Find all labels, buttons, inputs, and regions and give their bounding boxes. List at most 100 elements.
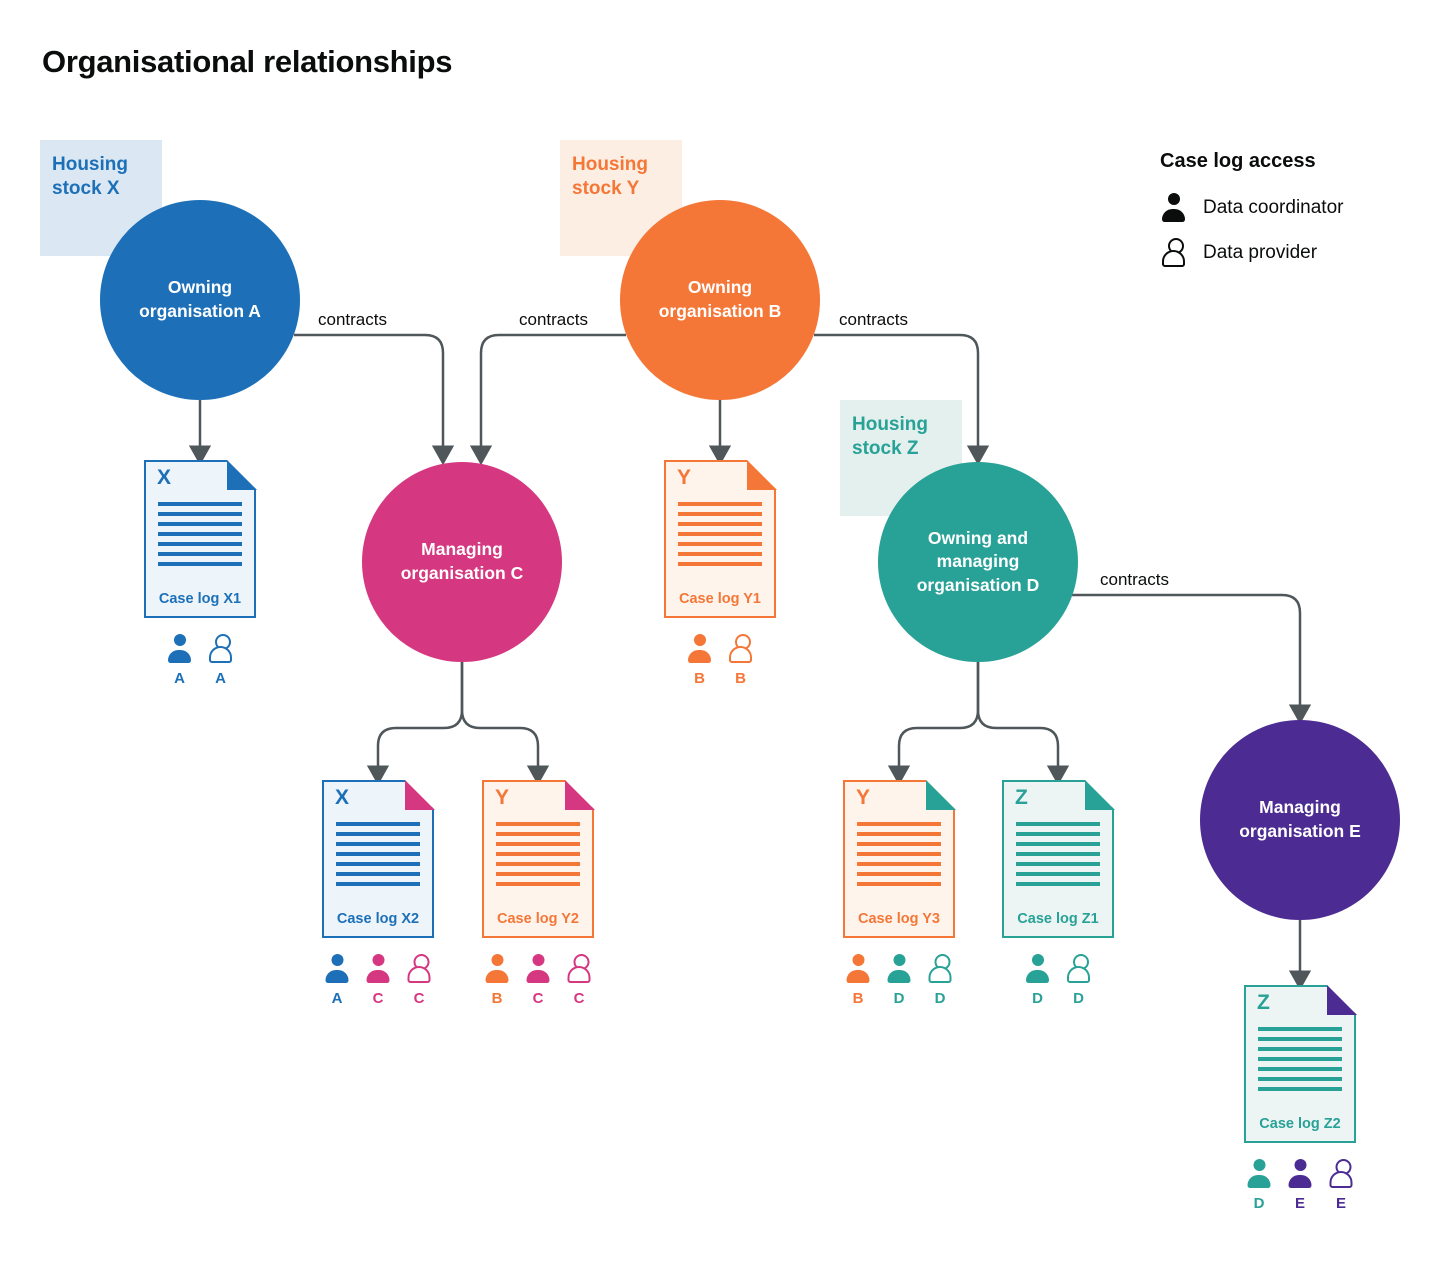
legend-item-data-provider: Data provider [1160,238,1343,267]
person-outline-icon [927,954,954,983]
access-item-coordinator: D [883,954,916,1007]
person-filled-icon [1160,193,1187,222]
person-outline-icon [1065,954,1092,983]
housing-stock-label: Housing stock Y [572,154,648,199]
contracts-label-b-d: contracts [839,310,908,329]
access-item-provider: D [1062,954,1095,1007]
housing-stock-x-tag: Housing stock X [40,140,162,256]
access-letter: A [331,990,343,1007]
contracts-label-a-c: contracts [318,310,387,329]
org-circle-managing-e: Managing organisation E [1200,720,1400,920]
access-item-coordinator: D [1021,954,1054,1007]
housing-stock-label: Housing stock X [52,154,128,199]
case-log-y3-document: Y Case log Y3 [843,779,956,938]
housing-stock-label: Housing stock Z [852,414,928,459]
person-outline-icon [566,954,593,983]
document-text-lines [496,822,580,892]
document-text-lines [1016,822,1100,892]
access-item-coordinator: D [1243,1159,1276,1212]
folded-corner-icon [226,459,257,490]
access-item-provider: C [563,954,596,1007]
case-log-access-legend: Case log access Data coordinator Data pr… [1160,150,1343,283]
case-log-label: Case log X1 [158,591,242,607]
folded-corner-icon [564,779,595,810]
access-letter: D [893,990,905,1007]
access-letter: D [1073,990,1084,1007]
arrow-d-to-caselog-y3 [887,662,980,786]
arrow-c-to-caselog-y2 [460,662,550,786]
access-item-coordinator: B [842,954,875,1007]
case-log-label: Case log Z1 [1017,911,1099,927]
person-filled-icon [484,954,511,983]
person-outline-icon [207,634,234,663]
person-filled-icon [324,954,351,983]
case-log-y1-document: Y Case log Y1 [664,459,777,618]
contracts-label-b-c: contracts [519,310,588,329]
arrow-a-to-org-c [294,333,455,466]
case-log-y3-access-row: B D D [842,954,957,1007]
case-log-x2-document: X Case log X2 [322,779,435,938]
case-log-z1-document: Z Case log Z1 [1002,779,1115,938]
contracts-label-d-e: contracts [1100,570,1169,589]
access-letter: B [694,670,705,687]
access-letter: C [573,990,585,1007]
case-log-y1-access-row: B B [683,634,757,687]
person-filled-icon [886,954,913,983]
case-log-x1-access-row: A A [163,634,237,687]
arrow-d-to-org-e [1072,593,1312,725]
stock-letter: Z [1257,991,1270,1014]
case-log-x2-access-row: A C C [321,954,436,1007]
access-letter: D [934,990,946,1007]
access-letter: E [1294,1195,1305,1212]
access-letter: B [852,990,864,1007]
access-item-provider: B [724,634,757,687]
access-letter: E [1335,1195,1346,1212]
person-outline-icon [1328,1159,1355,1188]
case-log-label: Case log Y2 [497,911,579,927]
document-text-lines [336,822,420,892]
org-label: Owning organisation A [139,277,261,321]
folded-corner-icon [746,459,777,490]
org-label: Managing organisation C [400,539,524,583]
org-label: Managing organisation E [1239,797,1361,841]
person-outline-icon [1160,238,1187,267]
case-log-x1-document: X Case log X1 [144,459,257,618]
person-filled-icon [1246,1159,1273,1188]
case-log-label: Case log Y3 [858,911,940,927]
stock-letter: Y [677,466,692,489]
access-item-coordinator: A [163,634,196,687]
page-title: Organisational relationships [42,44,453,79]
folded-corner-icon [404,779,435,810]
access-letter: C [413,990,425,1007]
stock-letter: X [335,786,350,809]
person-filled-icon [365,954,392,983]
access-letter: D [1032,990,1043,1007]
access-letter: C [532,990,544,1007]
case-log-y2-access-row: B C C [481,954,596,1007]
access-letter: C [372,990,384,1007]
access-letter: A [174,670,185,687]
case-log-z2-document: Z Case log Z2 [1244,984,1357,1143]
case-log-z2-access-row: D E E [1243,1159,1358,1212]
case-log-label: Case log Y1 [679,591,761,607]
person-filled-icon [1024,954,1051,983]
access-item-coordinator: C [522,954,555,1007]
access-item-coordinator: E [1284,1159,1317,1212]
legend-title: Case log access [1160,150,1316,172]
folded-corner-icon [1084,779,1115,810]
document-text-lines [158,502,242,572]
stock-letter: Y [495,786,510,809]
document-text-lines [678,502,762,572]
stock-letter: X [157,466,172,489]
access-item-provider: D [924,954,957,1007]
access-item-coordinator: B [481,954,514,1007]
access-item-provider: C [403,954,436,1007]
case-log-label: Case log X2 [336,911,420,927]
access-item-provider: E [1325,1159,1358,1212]
document-text-lines [1258,1027,1342,1097]
person-outline-icon [727,634,754,663]
access-item-coordinator: C [362,954,395,1007]
arrow-b-to-org-c [469,333,626,466]
org-circle-owning-a: Owning organisation A [100,200,300,400]
